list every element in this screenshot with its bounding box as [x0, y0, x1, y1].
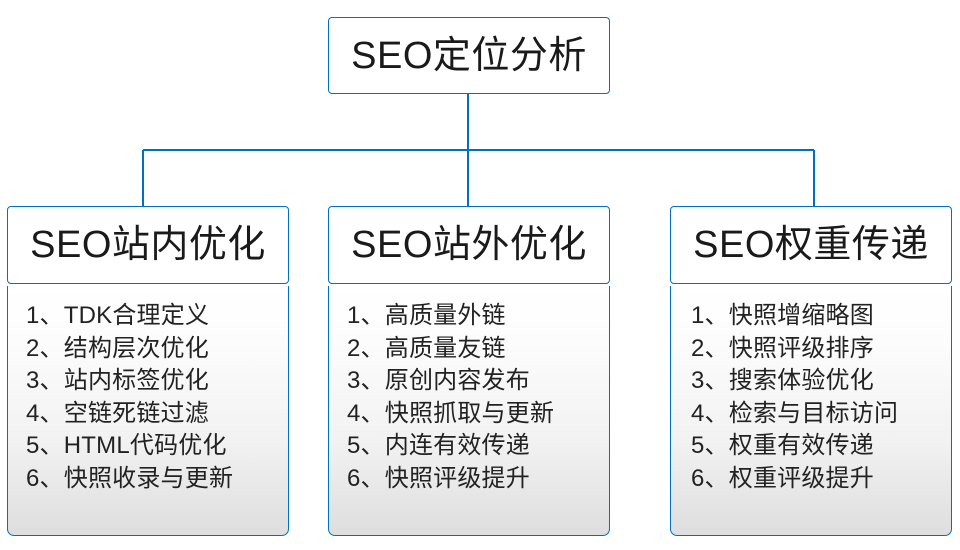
list-item: 6、快照评级提升: [347, 464, 530, 492]
list-item: 4、空链死链过滤: [26, 399, 209, 427]
list-item: 1、TDK合理定义: [26, 302, 210, 329]
branch-header-1[interactable]: SEO站内优化: [7, 206, 289, 284]
list-item: 5、内连有效传递: [347, 432, 530, 459]
list-item: 4、快照抓取与更新: [347, 399, 555, 427]
list-item: 3、站内标签优化: [26, 367, 209, 394]
branch-header-3[interactable]: SEO权重传递: [670, 206, 952, 284]
list-item: 2、快照评级排序: [691, 334, 874, 362]
branch-header-label-2: SEO站外优化: [351, 224, 587, 266]
list-item: 4、检索与目标访问: [691, 399, 899, 427]
list-item: 2、结构层次优化: [26, 334, 209, 362]
branch-body-2: 1、高质量外链 2、高质量友链 3、原创内容发布 4、快照抓取与更新 5、内连有…: [328, 286, 610, 536]
root-node[interactable]: SEO定位分析: [328, 17, 610, 94]
list-item: 6、权重评级提升: [691, 464, 874, 492]
item-list-1: 1、TDK合理定义 2、结构层次优化 3、站内标签优化 4、空链死链过滤 5、H…: [8, 300, 288, 495]
branch-header-2[interactable]: SEO站外优化: [328, 206, 610, 284]
branch-header-label-3: SEO权重传递: [693, 224, 929, 266]
branch-header-label-1: SEO站内优化: [30, 224, 266, 266]
list-item: 3、搜索体验优化: [691, 367, 874, 394]
list-item: 2、高质量友链: [347, 334, 506, 362]
branch-body-3: 1、快照增缩略图 2、快照评级排序 3、搜索体验优化 4、检索与目标访问 5、权…: [670, 286, 952, 536]
list-item: 5、HTML代码优化: [26, 432, 227, 459]
branch-column-2: SEO站外优化 1、高质量外链 2、高质量友链 3、原创内容发布 4、快照抓取与…: [328, 206, 610, 536]
list-item: 1、高质量外链: [347, 302, 506, 329]
item-list-3: 1、快照增缩略图 2、快照评级排序 3、搜索体验优化 4、检索与目标访问 5、权…: [671, 300, 951, 495]
item-list-2: 1、高质量外链 2、高质量友链 3、原创内容发布 4、快照抓取与更新 5、内连有…: [329, 300, 609, 495]
list-item: 1、快照增缩略图: [691, 302, 874, 329]
root-node-label: SEO定位分析: [351, 34, 587, 77]
list-item: 3、原创内容发布: [347, 367, 530, 394]
branch-column-1: SEO站内优化 1、TDK合理定义 2、结构层次优化 3、站内标签优化 4、空链…: [7, 206, 289, 536]
branch-column-3: SEO权重传递 1、快照增缩略图 2、快照评级排序 3、搜索体验优化 4、检索与…: [670, 206, 952, 536]
list-item: 5、权重有效传递: [691, 432, 874, 459]
branch-body-1: 1、TDK合理定义 2、结构层次优化 3、站内标签优化 4、空链死链过滤 5、H…: [7, 286, 289, 536]
list-item: 6、快照收录与更新: [26, 464, 234, 492]
